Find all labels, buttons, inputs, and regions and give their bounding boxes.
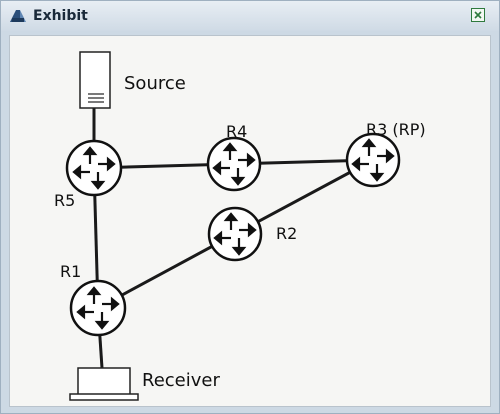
exhibit-icon: [7, 7, 29, 25]
diagram-panel: Source R4 R3 (RP) R5 R2 R1 Receiver: [9, 35, 491, 407]
router-r1-label: R1: [60, 262, 82, 281]
close-icon: [474, 11, 482, 19]
receiver-label: Receiver: [142, 370, 220, 391]
title-bar: Exhibit: [1, 1, 499, 31]
router-r4-icon: [206, 136, 262, 192]
window-title: Exhibit: [33, 8, 88, 24]
network-diagram: [65, 51, 401, 401]
receiver-laptop-icon: [69, 367, 139, 401]
source-label: Source: [124, 73, 186, 94]
router-r2-icon: [207, 206, 263, 262]
router-r4-label: R4: [226, 122, 248, 141]
close-button[interactable]: [471, 8, 485, 22]
router-r3-icon: [345, 132, 401, 188]
router-r5-label: R5: [54, 191, 76, 210]
router-r1-icon: [69, 279, 127, 337]
router-r5-icon: [65, 139, 123, 197]
router-r3-label: R3 (RP): [366, 120, 426, 139]
router-r2-label: R2: [276, 224, 298, 243]
source-server-icon: [79, 51, 111, 109]
